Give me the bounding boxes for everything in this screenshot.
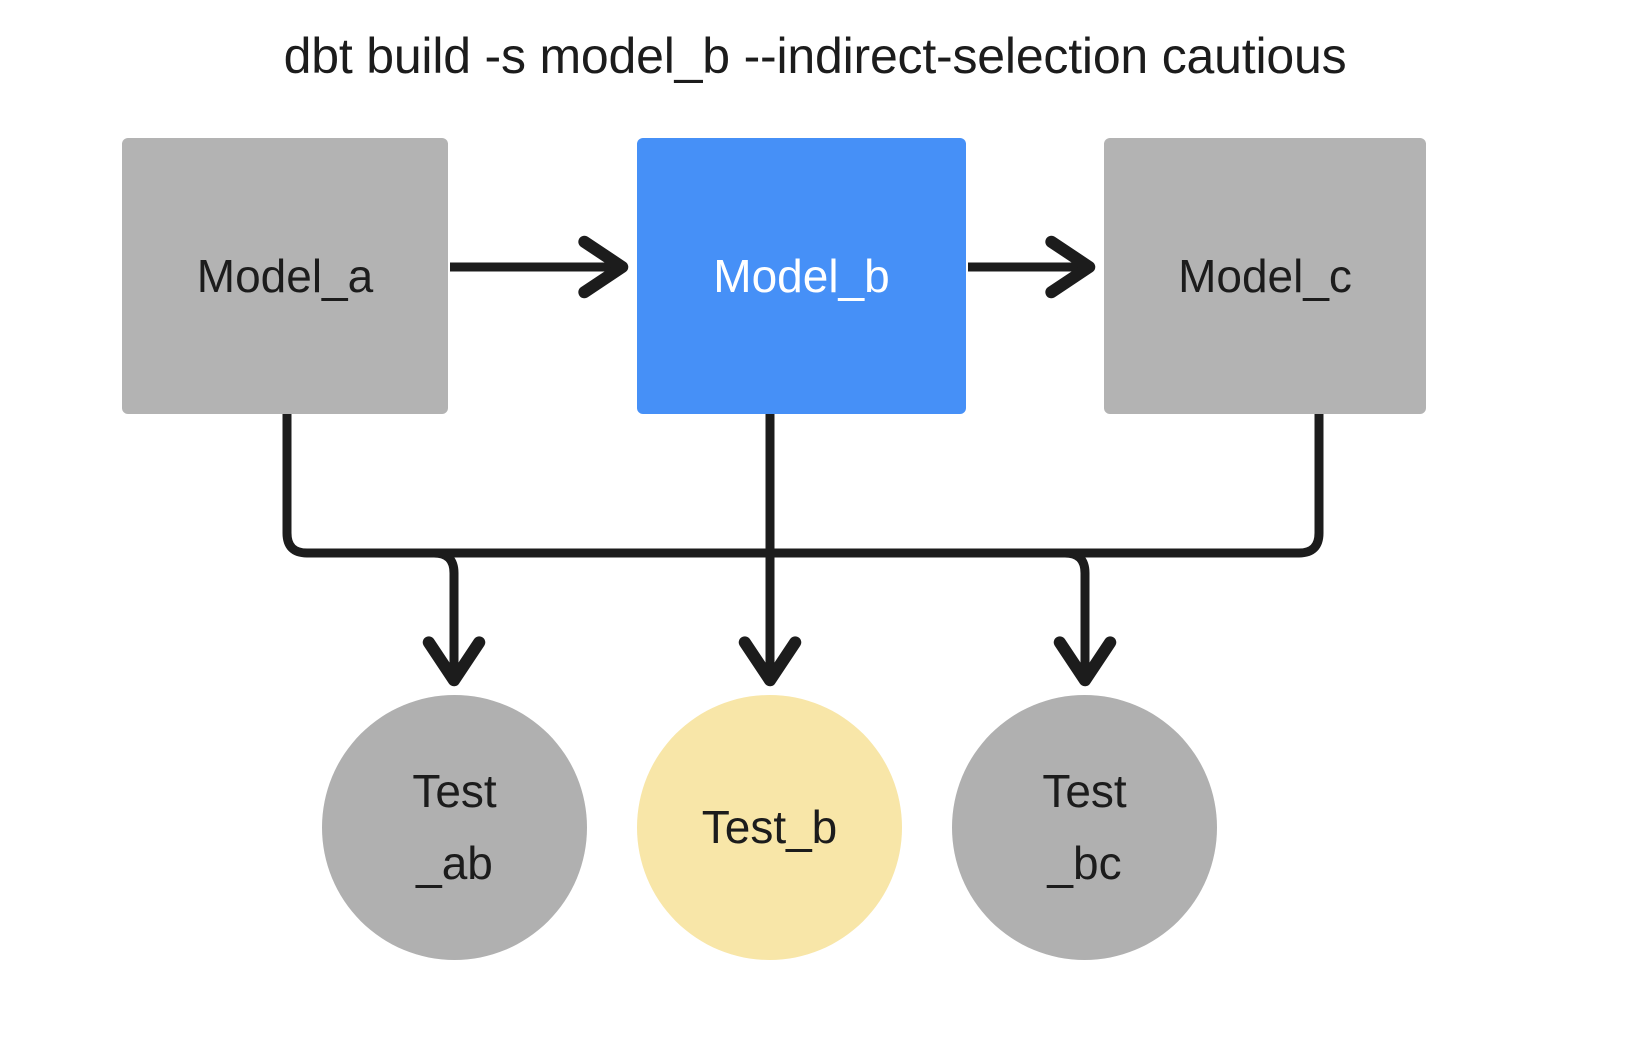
node-model-c-label: Model_c [1178,249,1352,302]
node-test-b[interactable]: Test_b [637,695,902,960]
edge-model-c-to-bus [307,414,1324,558]
node-model-b-label: Model_b [713,249,890,302]
node-test-b-label: Test_b [701,801,838,854]
edge-bus-to-test-bc [1053,548,1117,687]
edge-model-a-to-bus [282,414,1299,558]
node-test-ab-label: Test _ab [412,765,497,889]
diagram-title: dbt build -s model_b --indirect-selectio… [283,28,1347,84]
node-model-a[interactable]: Model_a [122,138,448,414]
node-test-bc[interactable]: Test _bc [952,695,1217,960]
node-model-c[interactable]: Model_c [1104,138,1426,414]
node-test-ab[interactable]: Test _ab [322,695,587,960]
node-model-b[interactable]: Model_b [637,138,966,414]
edge-bus-to-test-ab [422,548,486,687]
node-model-a-label: Model_a [196,249,374,302]
node-test-bc-label: Test _bc [1042,765,1127,889]
